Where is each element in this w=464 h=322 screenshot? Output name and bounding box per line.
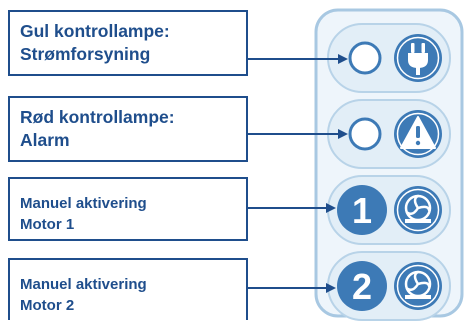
power-indicator-lamp: [348, 41, 382, 75]
motor2-number: 2: [352, 266, 372, 307]
fan-icon: [394, 262, 442, 310]
label-motor1-line2: Motor 1: [20, 216, 75, 233]
motor2-button[interactable]: 2: [337, 261, 387, 311]
label-power-line2: Strømforsyning: [20, 44, 151, 64]
label-motor2-line2: Motor 2: [20, 297, 75, 314]
label-power-indicator: Gul kontrollampe: Strømforsyning: [8, 10, 248, 76]
motor1-number: 1: [352, 190, 372, 231]
warning-triangle-icon: [394, 110, 442, 158]
motor1-button[interactable]: 1: [337, 185, 387, 235]
power-plug-icon: [394, 34, 442, 82]
label-motor1-line1: Manuel aktivering: [20, 195, 147, 212]
label-power-line1: Gul kontrollampe:: [20, 21, 170, 41]
label-alarm-line2: Alarm: [20, 130, 70, 150]
fan-icon: [394, 186, 442, 234]
label-motor1-button: Manuel aktivering Motor 1: [8, 177, 248, 241]
label-motor2-line1: Manuel aktivering: [20, 276, 147, 293]
alarm-indicator-lamp: [348, 117, 382, 151]
label-motor2-button: Manuel aktivering Motor 2: [8, 258, 248, 320]
label-alarm-indicator: Rød kontrollampe: Alarm: [8, 96, 248, 162]
label-alarm-line1: Rød kontrollampe:: [20, 107, 175, 127]
